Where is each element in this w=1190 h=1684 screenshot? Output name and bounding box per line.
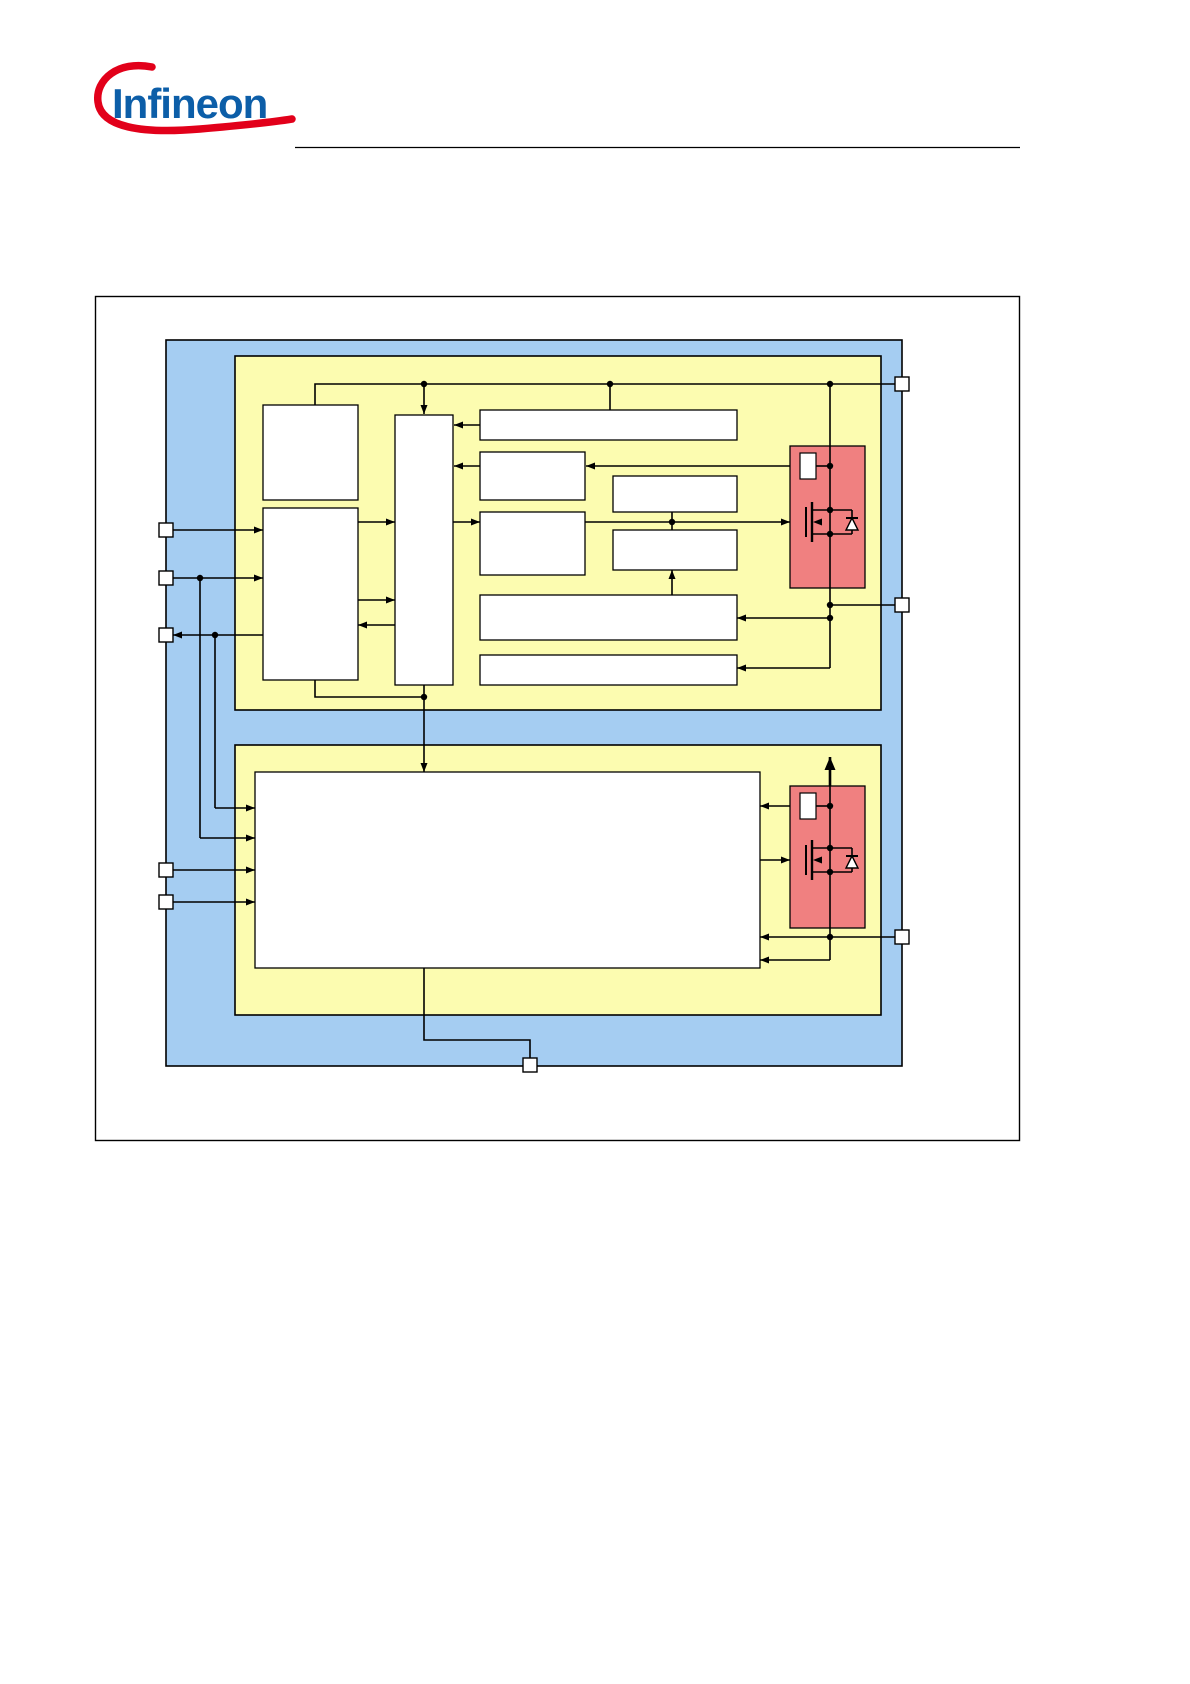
- diagram-block: [479, 451, 586, 501]
- diagram-block: [479, 594, 738, 641]
- wires: [173, 383, 895, 1059]
- diagram-block: [479, 511, 586, 576]
- pin-bottom: [522, 1057, 538, 1073]
- wire: [314, 680, 424, 698]
- pin-left-5: [158, 894, 174, 910]
- junction-dot: [826, 933, 834, 941]
- diagram-block: [394, 414, 454, 686]
- junction-dots: [196, 380, 834, 941]
- junction-dot: [826, 462, 834, 470]
- pin-right-top: [894, 376, 910, 392]
- infineon-logo: Infineon: [94, 61, 296, 135]
- module-inner-block: [799, 792, 817, 820]
- junction-dot: [826, 380, 834, 388]
- diagram-block: [479, 409, 738, 441]
- pin-right-bottom: [894, 929, 910, 945]
- diagram-block: [612, 529, 738, 571]
- mosfet-body-arrow-icon: [813, 856, 822, 864]
- junction-dot: [826, 844, 834, 852]
- pin-left-2: [158, 570, 174, 586]
- logo-wordmark: Infineon: [112, 80, 267, 127]
- diagram-block: [612, 475, 738, 513]
- junction-dot: [826, 868, 834, 876]
- upper-blocks: [262, 404, 738, 686]
- pin-left-4: [158, 862, 174, 878]
- power-mosfet-module-bottom: [789, 785, 866, 929]
- pin-left-3: [158, 627, 174, 643]
- body-diode-icon: [844, 854, 860, 869]
- body-diode-icon: [844, 516, 860, 531]
- junction-dot: [826, 530, 834, 538]
- mosfet-body-arrow-icon: [813, 518, 822, 526]
- junction-dot: [196, 574, 204, 582]
- junction-dot: [826, 506, 834, 514]
- junction-dot: [826, 802, 834, 810]
- junction-dot: [668, 518, 676, 526]
- junction-dot: [211, 631, 219, 639]
- pin-left-1: [158, 522, 174, 538]
- junction-dot: [826, 601, 834, 609]
- power-mosfet-module-top: [789, 445, 866, 589]
- junction-dot: [420, 380, 428, 388]
- wire: [423, 968, 531, 1059]
- pins: [158, 376, 910, 1073]
- diagram-block: [479, 654, 738, 686]
- junction-dot: [826, 614, 834, 622]
- diagram-block-large: [254, 771, 761, 969]
- diagram-block: [262, 507, 359, 681]
- junction-dot: [606, 380, 614, 388]
- module-inner-block: [799, 452, 817, 480]
- diagram-block: [262, 404, 359, 501]
- logo-arc-icon: [94, 61, 296, 135]
- junction-dot: [420, 693, 428, 701]
- wire: [314, 383, 895, 405]
- pin-right-middle: [894, 597, 910, 613]
